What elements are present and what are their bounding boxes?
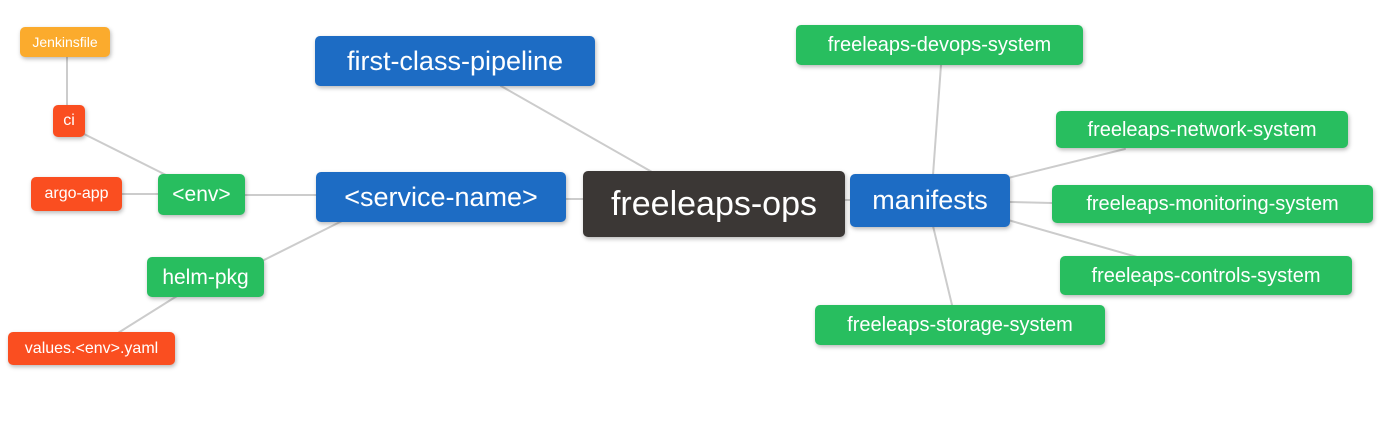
edge-helm-pkg-values: [117, 295, 178, 334]
node-env[interactable]: <env>: [158, 174, 245, 215]
node-jenkinsfile[interactable]: Jenkinsfile: [20, 27, 110, 57]
node-first-class-pipeline[interactable]: first-class-pipeline: [315, 36, 595, 86]
edge-first-class-pipeline-ops: [500, 85, 653, 173]
node-freeleaps-network-system[interactable]: freeleaps-network-system: [1056, 111, 1348, 148]
edge-manifests-monitoring: [1009, 201, 1053, 204]
node-values-env-yaml[interactable]: values.<env>.yaml: [8, 332, 175, 365]
node-helm-pkg[interactable]: helm-pkg: [147, 257, 264, 297]
edge-manifests-controls: [1007, 219, 1138, 258]
edge-manifests-devops: [932, 64, 942, 176]
node-manifests[interactable]: manifests: [850, 174, 1010, 227]
node-service-name[interactable]: <service-name>: [316, 172, 566, 222]
edge-manifests-network: [1007, 148, 1126, 179]
node-freeleaps-devops-system[interactable]: freeleaps-devops-system: [796, 25, 1083, 65]
edge-helm-pkg-service-name: [261, 220, 343, 262]
node-freeleaps-storage-system[interactable]: freeleaps-storage-system: [815, 305, 1105, 345]
node-freeleaps-monitoring-system[interactable]: freeleaps-monitoring-system: [1052, 185, 1373, 223]
node-freeleaps-controls-system[interactable]: freeleaps-controls-system: [1060, 256, 1352, 295]
node-freeleaps-ops-root[interactable]: freeleaps-ops: [583, 171, 845, 237]
edge-ci-env: [83, 133, 167, 176]
node-ci[interactable]: ci: [53, 105, 85, 137]
edge-manifests-storage: [932, 225, 953, 306]
node-argo-app[interactable]: argo-app: [31, 177, 122, 211]
